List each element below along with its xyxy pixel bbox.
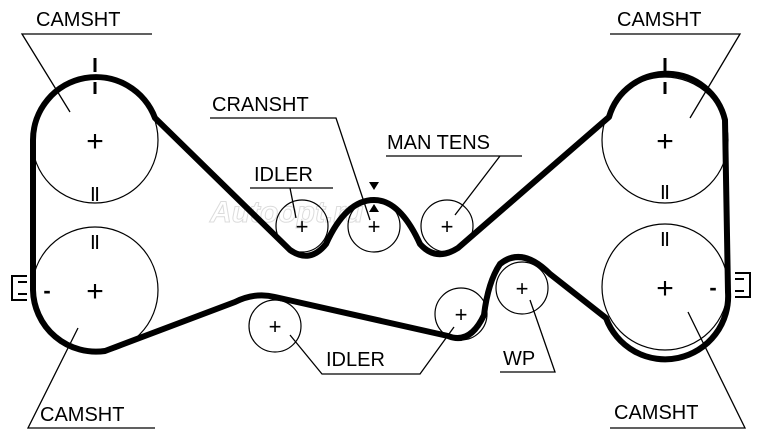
- timing-mark-tl-double: ||: [91, 185, 99, 202]
- label-cranshaft: CRANSHT: [212, 94, 309, 116]
- label-idler-top: IDLER: [254, 164, 313, 186]
- label-man-tens: MAN TENS: [387, 132, 490, 154]
- leader-camsht-top-right: [610, 33, 742, 119]
- leader-camsht-bottom-left: [26, 327, 155, 429]
- timing-mark-tr-double: ||: [661, 183, 669, 200]
- label-camsht-top-left: CAMSHT: [36, 9, 120, 31]
- case-notch-left: [11, 275, 27, 301]
- leader-camsht-bottom-right: [610, 311, 747, 429]
- crank-index-arrow-bottom: [369, 204, 379, 212]
- water-pump-pulley: [495, 261, 549, 315]
- case-notch-right: [735, 272, 751, 298]
- leader-water-pump: [500, 299, 556, 373]
- label-idler-bottom: IDLER: [326, 349, 385, 371]
- plus-mark-br: +: [656, 272, 674, 305]
- timing-mark-br-double: ||: [661, 230, 669, 247]
- leader-man-tens: [386, 155, 522, 216]
- plus-mark-tl: +: [86, 125, 104, 158]
- label-water-pump: WP: [503, 348, 535, 370]
- plus-mark-tr: +: [656, 125, 674, 158]
- leader-camsht-top-left: [20, 33, 152, 113]
- label-camsht-bottom-right: CAMSHT: [614, 402, 698, 424]
- timing-mark-bl-minus: -: [43, 278, 50, 303]
- leader-idler-top: [250, 187, 333, 219]
- plus-mark-water-pump: +: [516, 276, 529, 301]
- timing-mark-bl-double: ||: [91, 233, 99, 250]
- label-camsht-bottom-left: CAMSHT: [40, 404, 124, 426]
- plus-mark-idler-top: +: [296, 214, 309, 239]
- leader-cranshaft: [210, 117, 371, 221]
- plus-mark-tensioner: +: [441, 214, 454, 239]
- plus-mark-crankshaft: +: [368, 214, 381, 239]
- timing-belt: [30, 70, 732, 363]
- timing-mark-br-minus: -: [709, 275, 716, 300]
- idler-pulley-top: [275, 199, 329, 253]
- plus-mark-idler-right: +: [455, 302, 468, 327]
- plus-mark-idler-bottom: +: [269, 314, 282, 339]
- leader-idler-bottom: [289, 326, 455, 375]
- crank-index-arrow-top: [369, 182, 379, 190]
- label-camsht-top-right: CAMSHT: [617, 9, 701, 31]
- plus-mark-bl: +: [86, 275, 104, 308]
